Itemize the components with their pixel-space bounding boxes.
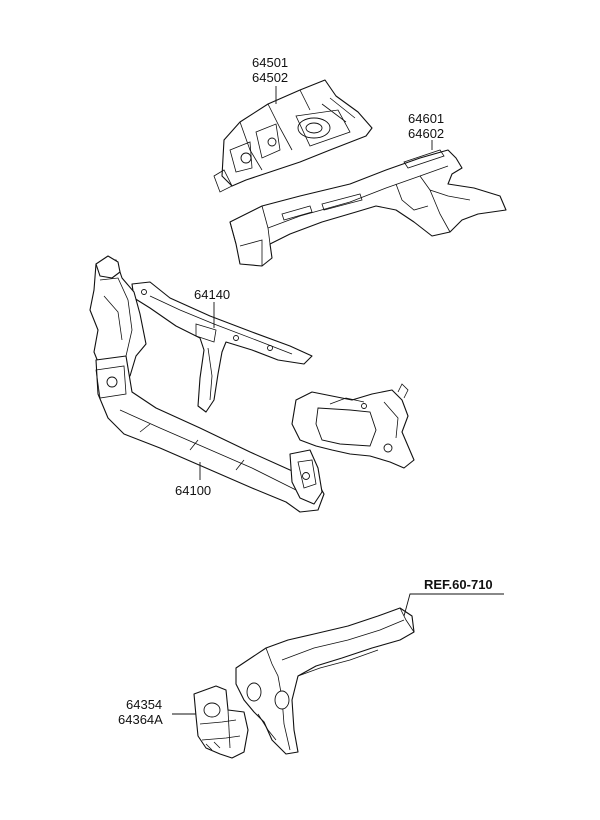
part-number-label: 64100 [175, 483, 212, 498]
panel-bracket-part[interactable] [193, 685, 249, 759]
part-number-label: 64602 [408, 126, 445, 141]
radiator-support-assy-part[interactable] [89, 255, 415, 513]
radiator-support-upper-part[interactable] [131, 281, 313, 413]
part-number-label: 64502 [252, 70, 289, 85]
part-number-label: 64601 [408, 111, 445, 126]
part-number-label: 64354 [126, 697, 163, 712]
part-number-label: 64364A [118, 712, 163, 727]
front-side-member-part[interactable] [229, 149, 507, 267]
reference-label[interactable]: REF.60-710 [424, 577, 493, 592]
part-number-label: 64501 [252, 55, 289, 70]
reference-panel-part[interactable] [235, 607, 415, 755]
fender-apron-part[interactable] [213, 79, 373, 193]
part-number-label: 64140 [194, 287, 231, 302]
